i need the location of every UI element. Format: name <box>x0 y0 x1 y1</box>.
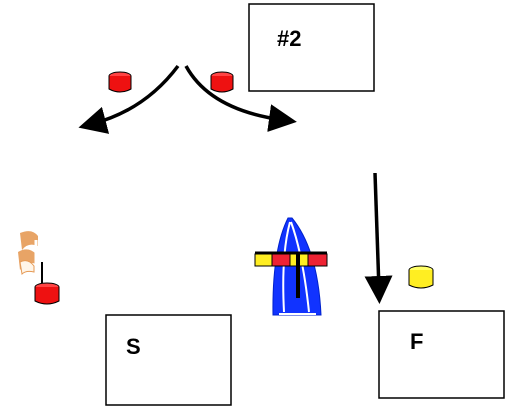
jump-obstacle-icon <box>254 217 328 316</box>
finish-box: F <box>378 310 505 399</box>
start-box: S <box>105 314 232 406</box>
curved-arrow-left <box>78 64 180 134</box>
red-cone-icon <box>210 71 234 93</box>
flag-pole-icon <box>18 231 43 288</box>
red-cone-icon <box>108 71 132 93</box>
down-arrow <box>364 172 393 304</box>
red-cone-icon <box>34 282 60 305</box>
yellow-cone-icon <box>408 265 434 289</box>
station-2-box: #2 <box>248 3 375 92</box>
start-label: S <box>126 334 141 359</box>
station-2-label: #2 <box>277 26 301 51</box>
finish-label: F <box>410 329 423 354</box>
curved-arrow-right <box>184 65 297 132</box>
